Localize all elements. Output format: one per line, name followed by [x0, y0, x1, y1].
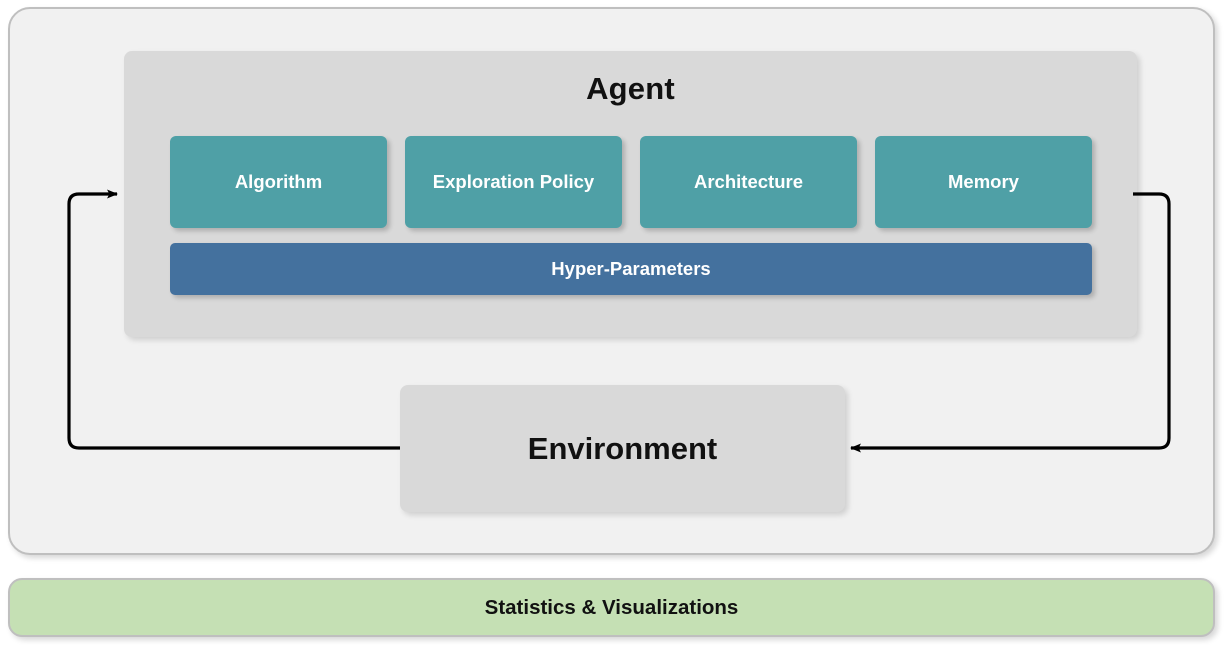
agent-component-algorithm[interactable]: Algorithm [170, 136, 387, 228]
environment-box[interactable]: Environment [400, 385, 845, 512]
agent-component-exploration-policy[interactable]: Exploration Policy [405, 136, 622, 228]
agent-title: Agent [586, 71, 675, 106]
statistics-visualizations-banner[interactable]: Statistics & Visualizations [8, 578, 1215, 637]
agent-component-architecture[interactable]: Architecture [640, 136, 857, 228]
agent-component-memory[interactable]: Memory [875, 136, 1092, 228]
agent-container[interactable]: Agent Algorithm Exploration Policy Archi… [124, 51, 1137, 337]
agent-component-row: Algorithm Exploration Policy Architectur… [170, 136, 1092, 228]
hyper-parameters-bar[interactable]: Hyper-Parameters [170, 243, 1092, 295]
